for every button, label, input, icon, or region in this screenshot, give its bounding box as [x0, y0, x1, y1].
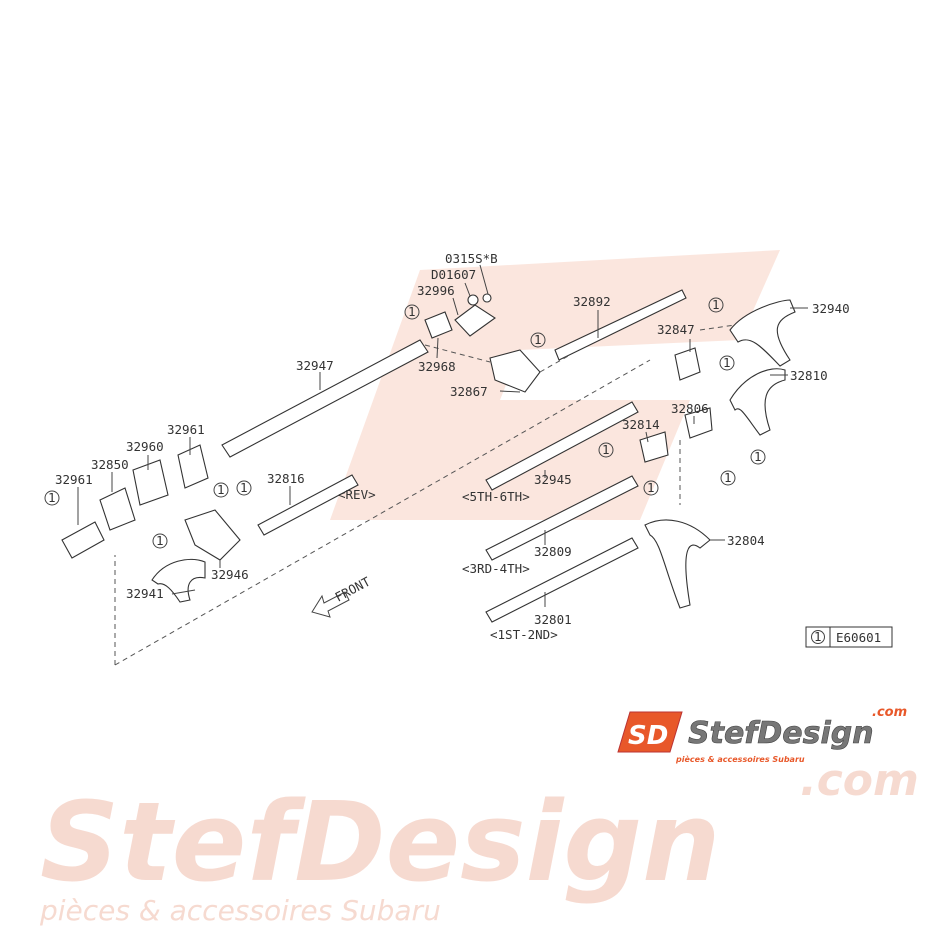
label-0315s: 0315S*B — [445, 251, 498, 266]
label-32947: 32947 — [296, 358, 334, 373]
part-32946 — [184, 509, 241, 561]
label-32961: 32961 — [55, 472, 93, 487]
label-32940: 32940 — [812, 301, 850, 316]
shaft-32892 — [554, 289, 687, 361]
legend-symbol: 1 — [814, 629, 822, 644]
svg-text:1: 1 — [534, 332, 542, 347]
legend-code: E60601 — [836, 630, 881, 645]
front-indicator: FRONT — [311, 574, 373, 618]
svg-text:1: 1 — [48, 490, 56, 505]
callout-1: 1 — [236, 480, 252, 496]
label-32806: 32806 — [671, 401, 709, 416]
svg-text:1: 1 — [408, 304, 416, 319]
svg-text:1: 1 — [156, 533, 164, 548]
callout-1: 1 — [598, 442, 614, 458]
label-rev: <REV> — [338, 487, 376, 502]
label-32801: 32801 — [534, 612, 572, 627]
svg-text:1: 1 — [240, 480, 248, 495]
label-1st-2nd: <1ST-2ND> — [490, 627, 558, 642]
logo-brand: StefDesign — [688, 716, 874, 751]
label-32960: 32960 — [126, 439, 164, 454]
callout-1: 1 — [708, 297, 724, 313]
shaft-32801 — [485, 537, 639, 623]
label-5th-6th: <5TH-6TH> — [462, 489, 530, 504]
front-label: FRONT — [332, 574, 373, 605]
front-arrow-icon — [311, 591, 350, 618]
callout-1: 1 — [750, 449, 766, 465]
callout-1: 1 — [643, 480, 659, 496]
shaft-32945 — [485, 401, 639, 491]
fork-32810 — [729, 368, 786, 436]
callout-1: 1 — [404, 304, 420, 320]
svg-text:1: 1 — [602, 442, 610, 457]
part-0315s — [482, 293, 492, 303]
stefdesign-logo: SD StefDesign .com pièces & accessoires … — [617, 705, 907, 764]
svg-text:1: 1 — [724, 470, 732, 485]
part-32867 — [489, 349, 541, 393]
label-32810: 32810 — [790, 368, 828, 383]
watermark-brand: StefDesign — [40, 778, 720, 906]
part-32961-left — [61, 521, 105, 559]
alignment-lines — [114, 324, 736, 666]
part-32960 — [132, 459, 169, 506]
part-labels: 0315S*B D01607 32996 32968 32867 32892 3… — [55, 251, 850, 642]
part-32996 — [454, 304, 496, 337]
label-32996: 32996 — [417, 283, 455, 298]
watermark-domain: .com — [800, 755, 919, 806]
fork-32804 — [644, 519, 711, 609]
svg-text:1: 1 — [754, 449, 762, 464]
callout-1: 1 — [720, 470, 736, 486]
shaft-32816 — [257, 474, 359, 536]
label-32847: 32847 — [657, 322, 695, 337]
part-32850 — [99, 487, 136, 531]
label-32850: 32850 — [91, 457, 129, 472]
label-32816: 32816 — [267, 471, 305, 486]
callouts: 1 1 1 1 1 1 1 1 1 1 1 1 — [44, 297, 766, 549]
svg-text:1: 1 — [217, 482, 225, 497]
legend-box: 1 E60601 — [805, 626, 893, 648]
leader-lines — [77, 264, 808, 607]
logo-mark — [617, 711, 683, 753]
label-32804: 32804 — [727, 533, 765, 548]
callout-1: 1 — [152, 533, 168, 549]
label-32946: 32946 — [211, 567, 249, 582]
shaft-32947 — [221, 339, 429, 458]
label-32867: 32867 — [450, 384, 488, 399]
logo-tagline: pièces & accessoires Subaru — [675, 754, 805, 764]
part-32961-top — [177, 444, 209, 489]
part-32968 — [424, 311, 453, 339]
label-32945: 32945 — [534, 472, 572, 487]
part-32806 — [684, 407, 713, 439]
label-d01607: D01607 — [431, 267, 476, 282]
logo-mark-text: SD — [628, 721, 668, 751]
label-32814: 32814 — [622, 417, 660, 432]
callout-1: 1 — [44, 490, 60, 506]
svg-text:1: 1 — [723, 355, 731, 370]
callout-1: 1 — [719, 355, 735, 371]
watermark-tagline: pièces & accessoires Subaru — [39, 894, 441, 927]
label-3rd-4th: <3RD-4TH> — [462, 561, 530, 576]
part-d01607 — [467, 294, 479, 306]
label-32941: 32941 — [126, 586, 164, 601]
label-32961: 32961 — [167, 422, 205, 437]
label-32809: 32809 — [534, 544, 572, 559]
label-32968: 32968 — [418, 359, 456, 374]
svg-text:1: 1 — [712, 297, 720, 312]
callout-1: 1 — [213, 482, 229, 498]
shaft-32809 — [485, 475, 639, 561]
part-shapes — [61, 293, 796, 609]
part-32847 — [674, 347, 701, 381]
fork-32940 — [729, 299, 796, 367]
fork-32941 — [151, 558, 206, 603]
logo-domain: .com — [872, 705, 907, 720]
label-32892: 32892 — [573, 294, 611, 309]
svg-text:1: 1 — [647, 480, 655, 495]
callout-1: 1 — [530, 332, 546, 348]
shafts — [221, 289, 687, 623]
